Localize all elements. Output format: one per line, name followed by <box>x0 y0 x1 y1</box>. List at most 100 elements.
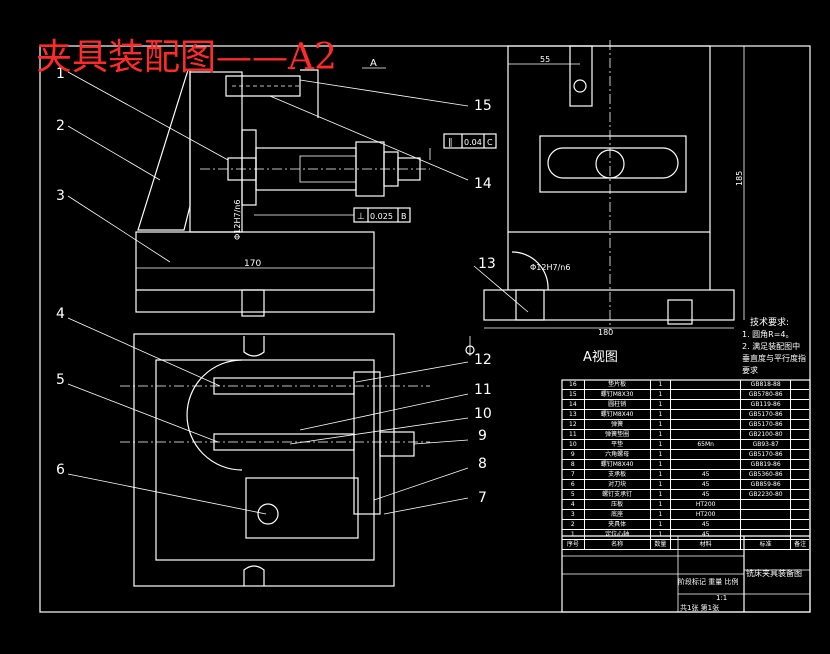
bom-cell: 1 <box>651 420 672 429</box>
tol-parallel-datum: C <box>487 138 493 147</box>
bom-cell: 1 <box>651 460 672 469</box>
bom-cell: 圆柱销 <box>585 400 651 409</box>
bom-cell: 1 <box>651 410 672 419</box>
bom-cell: 3 <box>562 510 585 519</box>
bom-cell: 材料 <box>671 540 742 549</box>
bom-cell <box>791 480 809 489</box>
bom-cell: GB5780-86 <box>741 390 792 399</box>
callout-15: 15 <box>474 98 492 114</box>
bom-cell: 15 <box>562 390 585 399</box>
bom-cell: 定位心轴 <box>585 530 651 539</box>
dim-right-height: 185 <box>735 171 744 186</box>
bom-cell: 垫片板 <box>585 380 651 389</box>
bom-cell: HT200 <box>671 510 742 519</box>
title-block-sheets: 共1张 第1张 <box>680 604 720 612</box>
tol-perp-datum: B <box>401 212 407 221</box>
fit-right: Φ12H7/n6 <box>530 263 570 272</box>
bom-cell <box>671 430 742 439</box>
bom-cell <box>671 420 742 429</box>
bom-cell: GB5170-86 <box>741 420 792 429</box>
bom-cell <box>671 390 742 399</box>
callout-4: 4 <box>56 306 65 322</box>
bom-cell: 5 <box>562 490 585 499</box>
bom-cell: 螺钉M8X40 <box>585 410 651 419</box>
callout-3: 3 <box>56 188 65 204</box>
bom-cell: 备注 <box>794 541 807 548</box>
bom-cell: 支承板 <box>585 470 651 479</box>
tech-line: 1. 圆角R=4。 <box>742 330 794 339</box>
bom-cell <box>671 450 742 459</box>
bom-cell: 名称 <box>585 540 651 549</box>
bom-cell: 夹具体 <box>585 520 651 529</box>
bom-cell: 1 <box>651 470 672 479</box>
tech-line: 要求 <box>742 366 758 375</box>
bom-cell <box>791 500 809 509</box>
callout-8: 8 <box>478 456 487 472</box>
callout-6: 6 <box>56 462 65 478</box>
bom-cell <box>671 460 742 469</box>
bom-cell: GB2230-80 <box>741 490 792 499</box>
bom-cell: 标准 <box>741 540 792 549</box>
bom-cell: 7 <box>562 470 585 479</box>
dim-base-width: 170 <box>244 259 261 269</box>
callout-14: 14 <box>474 176 492 192</box>
bom-cell <box>791 440 809 449</box>
bom-cell <box>741 530 792 539</box>
bom-cell <box>791 470 809 479</box>
callout-5: 5 <box>56 372 65 388</box>
bom-cell <box>791 380 809 389</box>
a-view-label: A视图 <box>583 350 618 365</box>
bom-cell: 1 <box>651 520 672 529</box>
bom-cell: GB819-86 <box>741 460 792 469</box>
bom-cell <box>741 500 792 509</box>
front-view: 170 Φ12H7/n6 ∥ 0.04 C ⊥ 0.025 B A <box>67 58 497 317</box>
bom-cell: 45 <box>671 490 742 499</box>
bom-cell: GB5170-86 <box>741 410 792 419</box>
bom-cell: 平垫 <box>585 440 651 449</box>
bom-cell: 1 <box>651 380 672 389</box>
bom-cell: GB2100-80 <box>741 430 792 439</box>
bom-cell <box>791 400 809 409</box>
bom-cell: 六角螺母 <box>585 450 651 459</box>
bom-cell: 65Mn <box>671 440 742 449</box>
bom-cell: 14 <box>562 400 585 409</box>
bom-cell: GB5170-86 <box>741 450 792 459</box>
dim-right-top: 55 <box>540 55 550 64</box>
bom-cell <box>791 510 809 519</box>
bom-cell: 1 <box>651 530 672 539</box>
bom-cell <box>741 520 792 529</box>
part-callouts: 1 2 3 4 5 6 7 8 9 10 11 12 13 14 15 <box>56 66 496 506</box>
fit-left: Φ12H7/n6 <box>233 200 242 240</box>
title-block: 铣床夹具装备图 阶段标记 重量 比例 1:1 共1张 第1张 <box>562 536 809 612</box>
title-block-stage: 阶段标记 重量 比例 <box>678 578 739 586</box>
callout-2: 2 <box>56 118 65 134</box>
bom-cell: GB93-87 <box>741 440 792 449</box>
callout-13: 13 <box>478 256 496 272</box>
bom-cell: 2 <box>562 520 585 529</box>
bom-cell: 底座 <box>585 510 651 519</box>
view-letter: A <box>370 58 377 69</box>
bom-cell <box>671 410 742 419</box>
bom-cell: GB5360-86 <box>741 470 792 479</box>
bom-cell: 螺钉M8X40 <box>585 460 651 469</box>
bom-cell: 对刀块 <box>585 480 651 489</box>
drawing-title: 夹具装配图——A2 <box>36 37 337 78</box>
tol-perp: 0.025 <box>370 212 393 221</box>
bom-cell: 1 <box>651 430 672 439</box>
title-block-name: 铣床夹具装备图 <box>746 569 802 578</box>
bom-cell: 1 <box>651 510 672 519</box>
tol-parallel: 0.04 <box>464 138 482 147</box>
bom-cell: 1 <box>651 400 672 409</box>
tech-line: 2. 满足装配图中 <box>742 342 801 351</box>
bom-cell: 弹簧垫圈 <box>585 430 651 439</box>
sheet-border <box>39 45 811 613</box>
bom-cell: 数量 <box>651 540 672 549</box>
bom-cell: 16 <box>562 380 585 389</box>
